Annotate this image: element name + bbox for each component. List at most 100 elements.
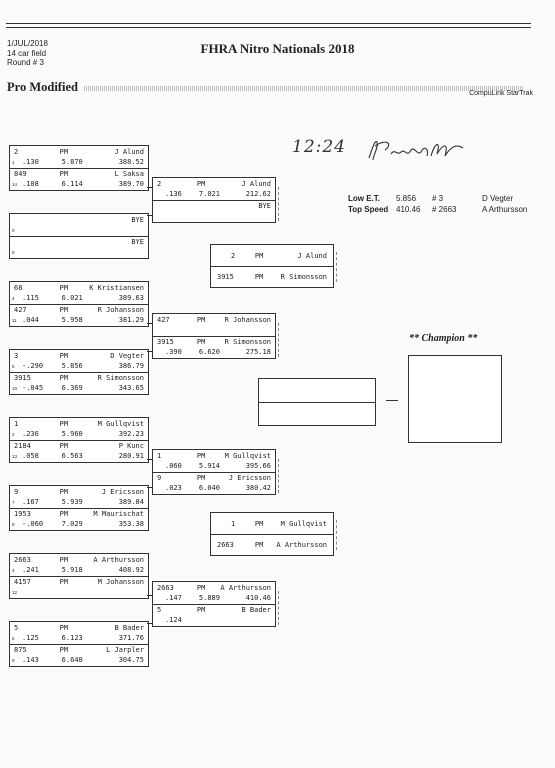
r1-match-6-divider: [10, 508, 148, 509]
slot-b-class: PM: [59, 306, 69, 314]
slot-a-speed: 395.66: [245, 462, 271, 470]
handwritten-time: 12:24: [292, 137, 346, 157]
slot-b-speed: 280.91: [118, 452, 144, 460]
slot-b-reaction: .044: [22, 316, 39, 324]
slot-a-lane: 0: [12, 228, 15, 233]
slot-b-driver: BYE: [258, 202, 271, 210]
slot-a-et: 7.021: [198, 190, 220, 198]
slot-a-et: 5.889: [198, 594, 220, 602]
slot-a-car: 2663: [14, 556, 31, 564]
slot-b-driver: B Bader: [241, 606, 271, 614]
slot-a-reaction: .060: [165, 462, 182, 470]
slot-a-class: PM: [196, 584, 206, 592]
slot-a-driver: M Gullqvist: [97, 420, 144, 428]
r2-match-3-divider: [153, 472, 275, 473]
slot-a-et: 5.918: [61, 566, 83, 574]
r2-match-2-divider: [153, 336, 275, 337]
slot-a-class: PM: [196, 316, 206, 324]
slot-a-et: 5.914: [198, 462, 220, 470]
slot-a-speed: 212.62: [245, 190, 271, 198]
slot-a-driver: K Kristiansen: [89, 284, 144, 292]
slot-a-reaction: .115: [22, 294, 39, 302]
slot-b-lane: 13: [12, 454, 18, 459]
slot-b-speed: 275.18: [245, 348, 271, 356]
slot-b-driver: L Saksa: [114, 170, 144, 178]
low-et-driver: D Vegter: [482, 194, 514, 203]
slot-a-car: 2: [157, 180, 162, 188]
slot-a-car: 1: [231, 519, 236, 528]
champion-label: ** Champion **: [409, 333, 478, 344]
slot-a-driver: B Bader: [114, 624, 144, 632]
slot-a-reaction: .236: [22, 430, 39, 438]
slot-b-class: PM: [59, 442, 69, 450]
slot-a-car: 9: [14, 488, 19, 496]
top-speed-car: # 2663: [432, 205, 457, 214]
slot-a-class: PM: [254, 251, 264, 260]
slot-b-class: PM: [59, 170, 69, 178]
slot-a-speed: 392.23: [118, 430, 144, 438]
slot-a-car: 2663: [157, 584, 174, 592]
vendor-name: CompuLink StarTrak: [469, 90, 533, 97]
slot-b-class: PM: [59, 646, 69, 654]
slot-b-car: 2663: [217, 540, 234, 549]
slot-a-speed: 410.46: [245, 594, 271, 602]
slot-b-lane: 11: [12, 318, 17, 323]
slot-a-speed: 386.79: [118, 362, 144, 370]
header-rule-top: [6, 23, 531, 24]
slot-a-driver: J Alund: [297, 251, 327, 260]
slot-b-car: 3915: [14, 374, 31, 382]
slot-a-class: PM: [59, 488, 69, 496]
low-et-car: # 3: [432, 194, 444, 203]
event-date: 1/JUL/2018: [7, 39, 48, 48]
slot-a-reaction: .130: [22, 158, 39, 166]
champion-box: [408, 355, 502, 443]
slot-b-car: 849: [14, 170, 27, 178]
handwritten-signature: [368, 141, 464, 161]
r2-match-1-divider: [153, 200, 275, 201]
connector-v: [336, 520, 337, 550]
slot-b-reaction: -.045: [22, 384, 44, 392]
slot-a-et: 5.939: [61, 498, 83, 506]
low-et-label: Low E.T.: [348, 194, 380, 203]
slot-a-reaction: .241: [22, 566, 39, 574]
top-speed-driver: A Arthursson: [482, 205, 528, 214]
slot-b-car: 9: [157, 474, 162, 482]
final-divider: [259, 402, 375, 403]
slot-b-speed: 343.65: [118, 384, 144, 392]
top-speed-value: 410.46: [396, 205, 421, 214]
slot-a-reaction: .125: [22, 634, 39, 642]
slot-a-class: PM: [59, 148, 69, 156]
slot-a-reaction: .167: [22, 498, 39, 506]
slot-a-lane: 2: [12, 432, 15, 437]
slot-a-class: PM: [254, 519, 264, 528]
final-match: [258, 378, 376, 426]
slot-a-driver: J Alund: [241, 180, 271, 188]
r1-match-1-divider: [10, 168, 148, 169]
slot-b-driver: R Simonsson: [280, 272, 327, 281]
low-et-value: 5.856: [396, 194, 417, 203]
slot-b-speed: 389.70: [118, 180, 144, 188]
slot-b-car: 2184: [14, 442, 31, 450]
r1-match-3-divider: [10, 304, 148, 305]
slot-a-driver: BYE: [131, 216, 144, 224]
slot-b-reaction: .108: [22, 180, 39, 188]
slot-a-driver: M Gullqvist: [224, 452, 271, 460]
slot-a-driver: J Alund: [114, 148, 144, 156]
slot-a-reaction: .147: [165, 594, 182, 602]
slot-b-driver: A Arthursson: [276, 540, 327, 549]
slot-b-speed: 380.42: [245, 484, 271, 492]
slot-a-class: PM: [196, 180, 206, 188]
class-name: Pro Modified: [7, 80, 78, 94]
slot-b-reaction: .023: [165, 484, 182, 492]
slot-a-car: 2: [14, 148, 19, 156]
slot-b-et: 6.620: [198, 348, 220, 356]
top-speed-label: Top Speed: [348, 205, 389, 214]
slot-b-et: 6.369: [61, 384, 83, 392]
